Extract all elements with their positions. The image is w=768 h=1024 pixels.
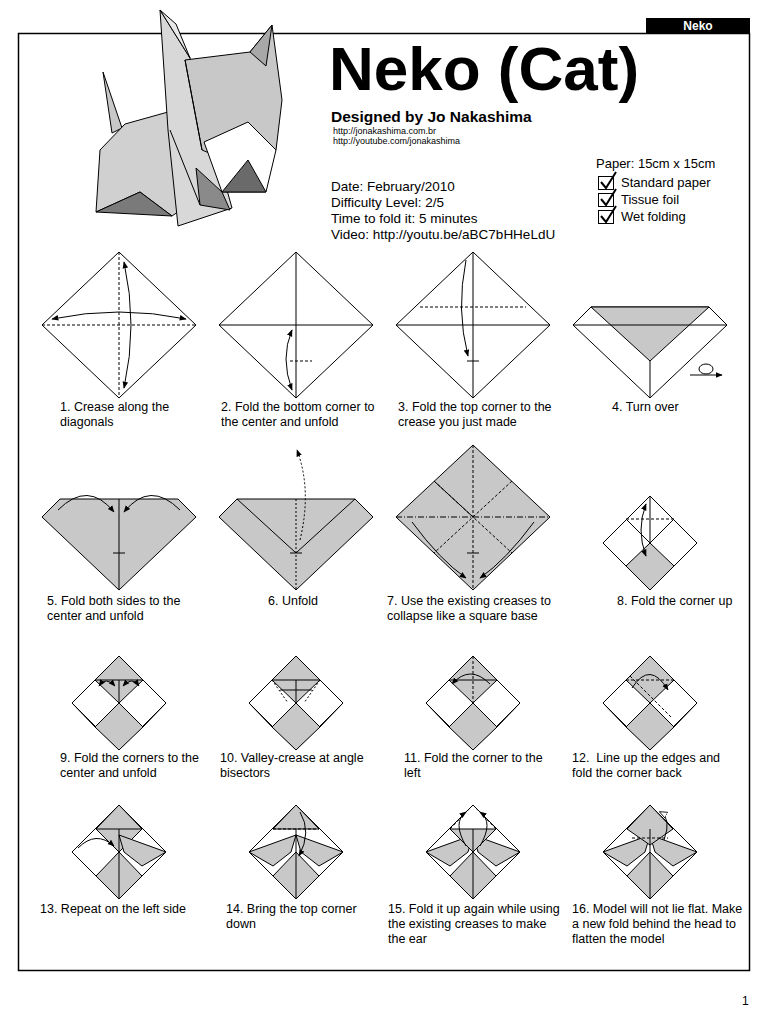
- step-caption: 14. Bring the top corner down: [226, 902, 376, 932]
- step-14-figure: [249, 805, 343, 899]
- step-3-figure: [396, 252, 550, 398]
- step-16-figure: [603, 805, 697, 899]
- checkbox-label: Tissue foil: [621, 192, 679, 207]
- step-caption: 7. Use the existing creases to collapse …: [387, 594, 567, 624]
- step-13-figure: [72, 805, 166, 899]
- info-line: Video: http://youtu.be/aBC7bHHeLdU: [331, 227, 555, 243]
- website-url: http://youtube.com/jonakashima: [333, 136, 460, 147]
- step-5-figure: [42, 495, 196, 590]
- step-6-figure: [219, 450, 373, 590]
- info-line: Difficulty Level: 2/5: [331, 195, 444, 211]
- step-caption: 6. Unfold: [268, 594, 348, 609]
- step-caption: 2. Fold the bottom corner to the center …: [221, 400, 386, 430]
- step-caption: 11. Fold the corner to the left: [404, 751, 554, 781]
- step-caption: 12. Line up the edges and fold the corne…: [572, 751, 742, 781]
- step-caption: 4. Turn over: [612, 400, 692, 415]
- step-11-figure: [426, 656, 520, 750]
- step-1-figure: [42, 252, 196, 398]
- info-line: Time to fold it: 5 minutes: [331, 211, 478, 227]
- step-2-figure: [219, 252, 373, 398]
- paper-spec: Paper: 15cm x 15cm: [596, 156, 715, 171]
- step-caption: 1. Crease along the diagonals: [60, 400, 220, 430]
- step-9-figure: [72, 656, 166, 750]
- step-10-figure: [249, 656, 343, 750]
- checkbox: [599, 172, 617, 224]
- step-caption: 5. Fold both sides to the center and unf…: [47, 594, 212, 624]
- step-caption: 3. Fold the top corner to the crease you…: [398, 400, 563, 430]
- step-caption: 16. Model will not lie flat. Make a new …: [572, 902, 744, 946]
- step-12-figure: [603, 656, 697, 750]
- cat-illustration: [96, 10, 282, 226]
- step-15-figure: [426, 805, 520, 899]
- step-7-figure: [396, 445, 550, 590]
- page-number: 1: [742, 994, 749, 1008]
- step-caption: 13. Repeat on the left side: [40, 902, 210, 917]
- page-frame: [19, 34, 750, 971]
- step-caption: 9. Fold the corners to the center and un…: [60, 751, 215, 781]
- website-url: http://jonakashima.com.br: [333, 126, 436, 137]
- page-title: Neko (Cat): [329, 38, 639, 100]
- step-caption: 15. Fold it up again while using the exi…: [388, 902, 560, 946]
- designer-credit: Designed by Jo Nakashima: [331, 108, 532, 126]
- checkbox-label: Wet folding: [621, 209, 686, 224]
- info-line: Date: February/2010: [331, 179, 455, 195]
- step-caption: 10. Valley-crease at angle bisectors: [220, 751, 390, 781]
- step-4-figure: [573, 307, 727, 398]
- tab-label: Neko: [683, 19, 712, 33]
- header-tab: Neko: [646, 18, 750, 33]
- checkbox-label: Standard paper: [621, 175, 711, 190]
- step-8-figure: [603, 496, 697, 590]
- step-caption: 8. Fold the corner up: [617, 594, 747, 609]
